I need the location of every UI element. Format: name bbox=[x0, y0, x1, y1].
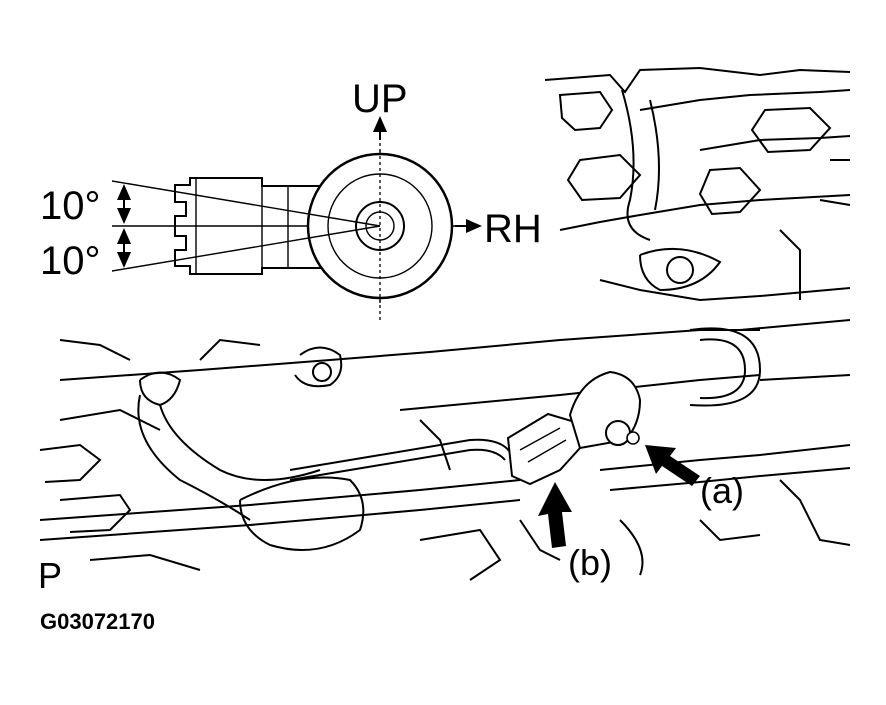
callout-arrow-b bbox=[538, 482, 572, 548]
connector-rib bbox=[519, 427, 567, 463]
figure-code: G03072170 bbox=[40, 609, 155, 634]
sensor-nut bbox=[605, 420, 631, 446]
sensor-connector bbox=[506, 412, 582, 486]
rh-label: RH bbox=[484, 207, 542, 251]
sensor-orientation-detail: UP RH 10° 10° bbox=[40, 77, 542, 320]
installed-knock-sensor bbox=[289, 370, 642, 486]
sensor-wire-harness bbox=[289, 448, 506, 481]
angle-line-upper bbox=[111, 180, 381, 227]
up-label: UP bbox=[352, 77, 408, 121]
sensor-connector-body bbox=[174, 177, 331, 275]
callout-label-b: (b) bbox=[568, 542, 612, 583]
callout-arrow-a bbox=[645, 445, 700, 486]
angle-lower-label: 10° bbox=[40, 239, 101, 283]
sensor-wire-harness bbox=[289, 438, 511, 471]
sensor-bolt-hole bbox=[355, 201, 405, 251]
angle-line-lower bbox=[111, 225, 381, 272]
view-marker: P bbox=[38, 555, 62, 596]
angle-upper-label: 10° bbox=[40, 184, 101, 228]
callout-label-a: (a) bbox=[700, 470, 744, 511]
sensor-stud bbox=[626, 431, 640, 445]
